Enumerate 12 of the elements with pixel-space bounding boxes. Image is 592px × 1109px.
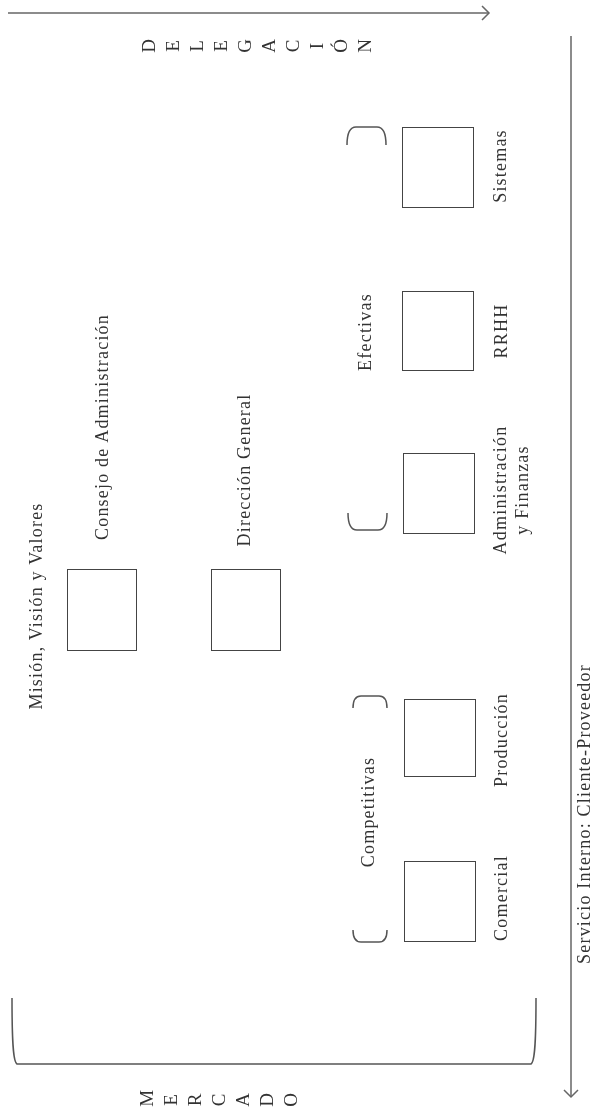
annotation-text: Competitivas xyxy=(357,756,379,868)
axis-label: DELEGACIÓN xyxy=(137,39,376,53)
unit-label: Producción xyxy=(490,693,512,787)
annotation-text: Efectivas xyxy=(354,293,376,371)
unit-label: RRHH xyxy=(490,303,512,359)
unit-label: Consejo de Administración xyxy=(91,314,113,540)
annotation-text: Servicio Interno: Cliente-Proveedor xyxy=(573,664,592,964)
unit-label: Sistemas xyxy=(489,129,511,203)
annotation-text: Misión, Visión y Valores xyxy=(25,502,47,710)
unit-label: Dirección General xyxy=(233,393,255,547)
unit-label: Comercial xyxy=(490,855,512,941)
unit-label: Administración y Finanzas xyxy=(489,424,533,557)
